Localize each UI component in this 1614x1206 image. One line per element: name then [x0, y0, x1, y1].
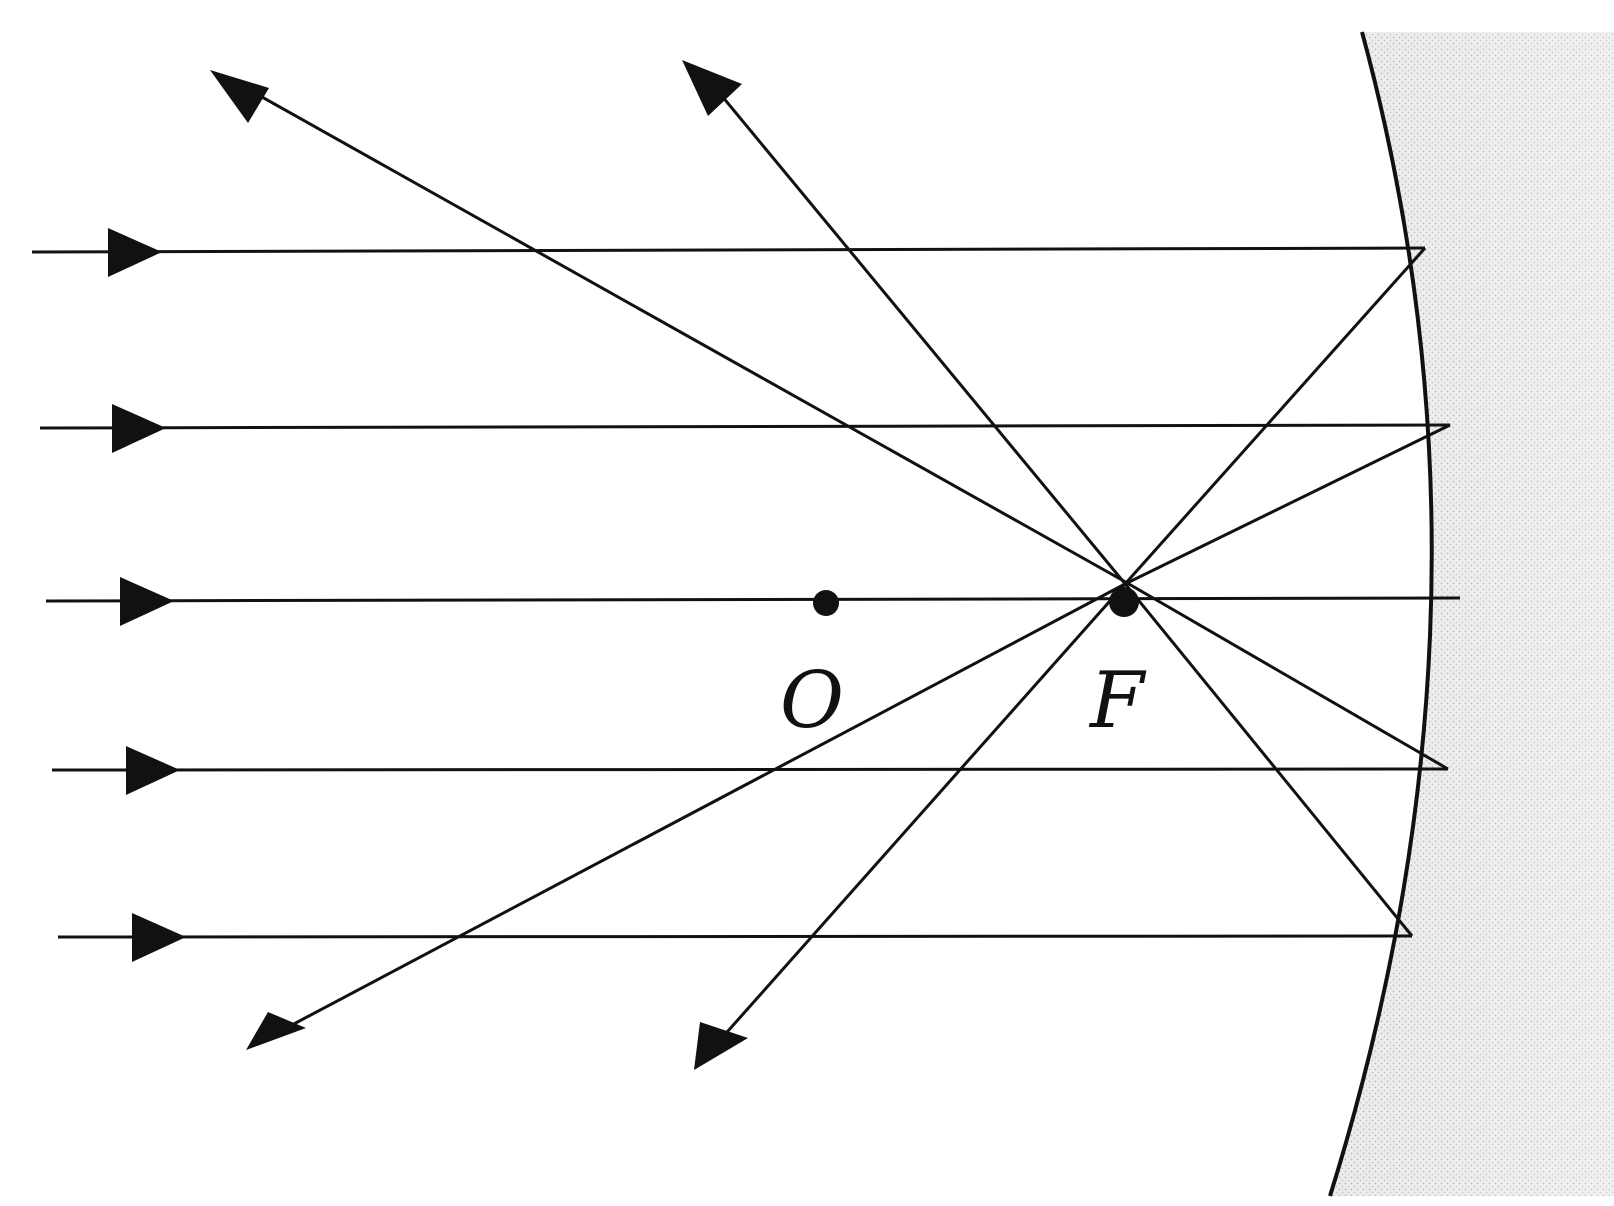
- arrowhead-incident-2: [112, 404, 166, 453]
- reflected-ray-4: [1121, 578, 1449, 771]
- arrowhead-incident-4: [126, 746, 180, 795]
- incident-arrowheads: [108, 228, 186, 962]
- arrowhead-reflected-upper-mid: [682, 60, 742, 116]
- incident-ray-1: [31, 246, 1426, 254]
- incident-rays: [31, 246, 1461, 939]
- arrowhead-reflected-lower-left: [246, 1012, 306, 1050]
- incident-ray-2: [39, 423, 1451, 430]
- incident-ray-5: [57, 934, 1413, 939]
- center-of-curvature-point: [813, 590, 839, 616]
- arrowhead-incident-3: [120, 577, 174, 626]
- reflected-ray-2-out: [289, 582, 1126, 1028]
- focus-label: F: [1088, 656, 1147, 746]
- mirror-shading-fade: [1330, 32, 1614, 1196]
- incident-ray-3: [45, 596, 1461, 603]
- incident-ray-4: [51, 767, 1449, 772]
- reflected-ray-2: [1124, 423, 1451, 586]
- arrowhead-incident-1: [108, 228, 162, 277]
- reflected-ray-1-out: [718, 583, 1127, 1041]
- arrowhead-reflected-upper-left: [210, 70, 269, 123]
- center-label: O: [780, 656, 844, 746]
- reflected-ray-4-out: [245, 86, 1123, 582]
- concave-mirror: [1328, 31, 1434, 1197]
- reflected-ray-5: [1120, 579, 1414, 937]
- reflected-ray-1: [1123, 247, 1427, 585]
- reflected-rays: [245, 83, 1451, 1041]
- reflected-arrowheads: [210, 60, 748, 1070]
- focal-point: [1109, 587, 1139, 617]
- arrowhead-reflected-lower-mid: [694, 1022, 748, 1070]
- reflected-ray-5-out: [710, 83, 1124, 581]
- arrowhead-incident-5: [132, 913, 186, 962]
